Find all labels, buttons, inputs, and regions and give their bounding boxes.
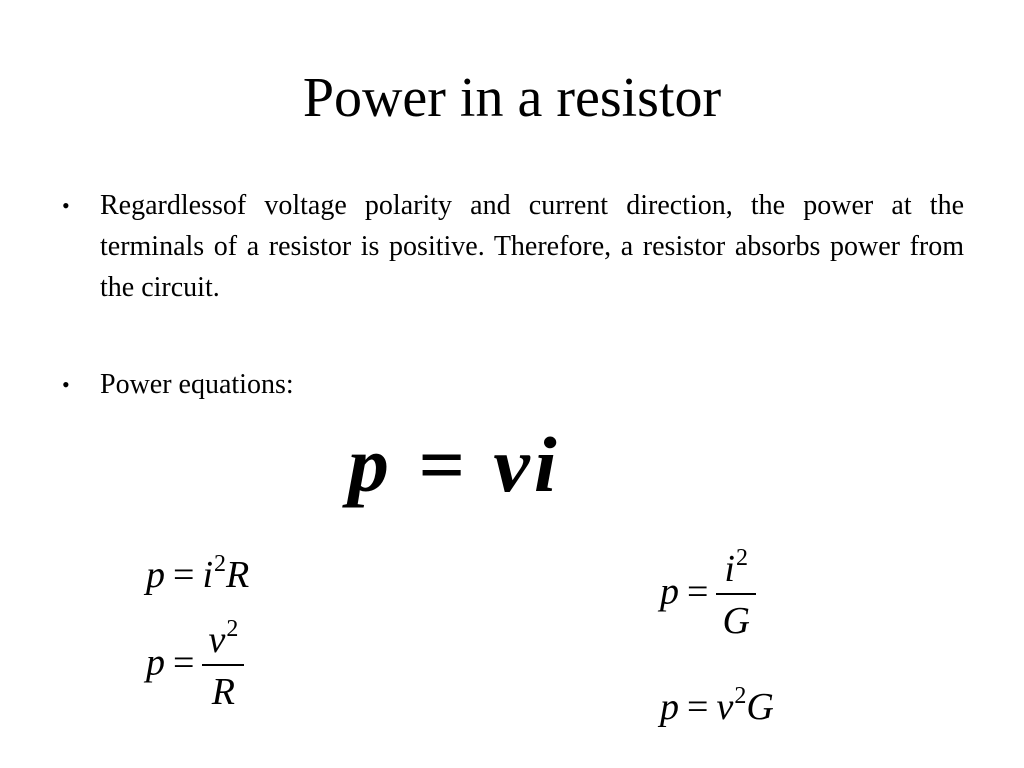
equation-exponent: 2 bbox=[734, 683, 747, 709]
equation-lhs: p bbox=[146, 554, 165, 596]
fraction-numerator: v2 bbox=[202, 616, 244, 662]
numerator-exponent: 2 bbox=[226, 616, 239, 642]
fraction-numerator: i2 bbox=[716, 545, 755, 591]
equals-sign: = bbox=[687, 570, 709, 613]
equation-v-squared-g: p=v2G bbox=[660, 683, 774, 729]
equals-sign: = bbox=[173, 641, 195, 684]
bullet-text: Power equations: bbox=[100, 369, 294, 400]
slide-title: Power in a resistor bbox=[302, 67, 722, 129]
fraction-denominator: G bbox=[722, 600, 750, 642]
equals-sign: = bbox=[173, 554, 195, 596]
fraction-bar bbox=[202, 664, 245, 666]
numerator-exponent: 2 bbox=[735, 545, 748, 571]
bullet-marker: • bbox=[62, 372, 70, 397]
equals-sign: = bbox=[687, 686, 709, 728]
equation-base: v bbox=[716, 686, 734, 728]
numerator-base: i bbox=[724, 548, 735, 590]
equation-lhs: p bbox=[660, 686, 679, 728]
bullet-marker: • bbox=[62, 193, 70, 218]
fraction: v2 R bbox=[202, 616, 245, 714]
equation-i-squared-over-g: p= i2 G bbox=[660, 545, 756, 643]
bullet-list: • Regardlessof voltage polarity and curr… bbox=[62, 185, 964, 405]
bullet-item-resistor-power: • Regardlessof voltage polarity and curr… bbox=[62, 185, 964, 308]
equation-i-squared-r: p=i2R bbox=[146, 551, 250, 597]
equation-exponent: 2 bbox=[214, 551, 226, 577]
fraction-bar bbox=[716, 593, 756, 595]
main-power-equation: p = vi bbox=[348, 421, 561, 508]
bullet-item-power-equations: • Power equations: bbox=[62, 364, 964, 405]
equation-lhs: p bbox=[146, 641, 165, 684]
numerator-base: v bbox=[208, 619, 226, 661]
equation-v-squared-over-r: p= v2 R bbox=[146, 616, 245, 714]
equation-lhs: p bbox=[660, 570, 679, 613]
equation-factor: G bbox=[746, 686, 774, 728]
fraction: i2 G bbox=[716, 545, 756, 643]
equation-factor: R bbox=[226, 554, 250, 596]
equation-base: i bbox=[202, 554, 213, 596]
bullet-text: Regardlessof voltage polarity and curren… bbox=[100, 190, 964, 303]
fraction-denominator: R bbox=[211, 671, 235, 713]
